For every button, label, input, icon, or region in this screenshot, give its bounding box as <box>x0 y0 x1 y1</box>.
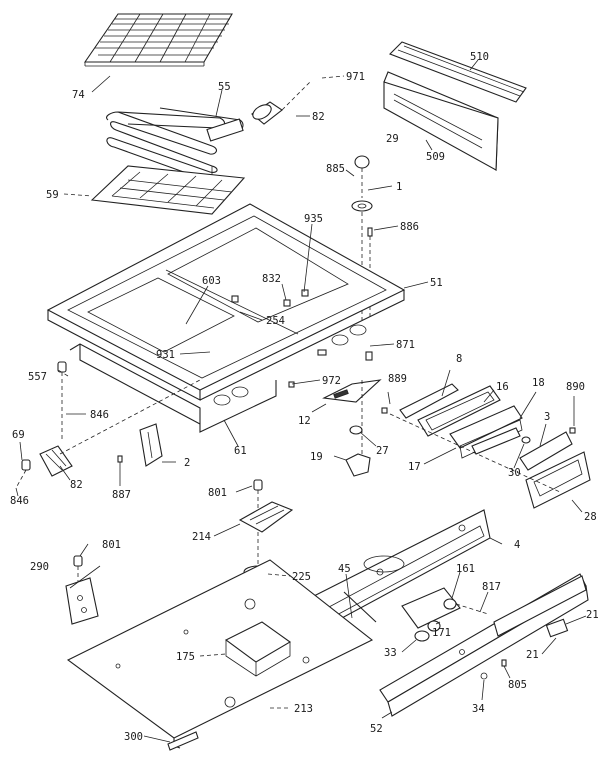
latch-assembly <box>401 587 489 632</box>
callout-300: 300 <box>124 731 143 743</box>
callout-16: 16 <box>496 381 509 393</box>
callout-59: 59 <box>46 189 59 201</box>
callout-33: 33 <box>384 647 397 659</box>
side-bracket <box>65 555 99 625</box>
callout-161: 161 <box>456 563 475 575</box>
callout-225: 225 <box>292 571 311 583</box>
element-bracket <box>251 81 311 125</box>
callout-18: 18 <box>532 377 545 389</box>
callout-30: 30 <box>508 467 521 479</box>
callout-254: 254 <box>266 315 285 327</box>
callout-801-lower: 801 <box>102 539 121 551</box>
callout-846: 846 <box>90 409 109 421</box>
callout-45: 45 <box>338 563 351 575</box>
callout-8: 8 <box>456 353 462 365</box>
callout-931: 931 <box>156 349 175 361</box>
switch-assembly <box>322 379 382 477</box>
vent-trim <box>383 41 527 172</box>
callout-510: 510 <box>470 51 489 63</box>
callout-12: 12 <box>298 415 311 427</box>
callout-885: 885 <box>326 163 345 175</box>
callout-175: 175 <box>176 651 195 663</box>
callout-labels: 74 55 971 82 510 509 29 885 1 886 59 935… <box>10 51 599 743</box>
callout-509: 509 <box>426 151 445 163</box>
callout-801: 801 <box>208 487 227 499</box>
callout-890: 890 <box>566 381 585 393</box>
callout-603: 603 <box>202 275 221 287</box>
callout-214: 214 <box>192 531 211 543</box>
callout-817: 817 <box>482 581 501 593</box>
callout-4: 4 <box>514 539 520 551</box>
callout-74: 74 <box>72 89 85 101</box>
callout-21: 21 <box>586 609 599 621</box>
callout-1: 1 <box>396 181 402 193</box>
callout-55: 55 <box>218 81 231 93</box>
callout-17: 17 <box>408 461 421 473</box>
callout-2: 2 <box>184 457 190 469</box>
callout-3: 3 <box>544 411 550 423</box>
callout-889: 889 <box>388 373 407 385</box>
small-hardware <box>57 289 576 463</box>
callout-972: 972 <box>322 375 341 387</box>
callout-557: 557 <box>28 371 47 383</box>
grill-rack <box>83 13 233 67</box>
callout-832: 832 <box>262 273 281 285</box>
callout-805: 805 <box>508 679 527 691</box>
bottom-panel <box>66 559 374 751</box>
callout-34: 34 <box>472 703 485 715</box>
leader-lines <box>15 59 587 743</box>
lower-brackets <box>15 379 201 489</box>
callout-28: 28 <box>584 511 597 523</box>
callout-19: 19 <box>310 451 323 463</box>
callout-213: 213 <box>294 703 313 715</box>
callout-886: 886 <box>400 221 419 233</box>
callout-290: 290 <box>30 561 49 573</box>
cooktop-frame <box>46 203 406 433</box>
callout-27: 27 <box>376 445 389 457</box>
callout-171: 171 <box>432 627 451 639</box>
callout-871: 871 <box>396 339 415 351</box>
callout-52: 52 <box>370 723 383 735</box>
callout-69: 69 <box>12 429 25 441</box>
callout-971: 971 <box>346 71 365 83</box>
callout-51: 51 <box>430 277 443 289</box>
slide-rails <box>379 573 589 717</box>
callout-887: 887 <box>112 489 131 501</box>
callout-82: 82 <box>312 111 325 123</box>
callout-21-lower: 21 <box>526 649 539 661</box>
control-panel-parts <box>389 383 591 509</box>
callout-29: 29 <box>386 133 399 145</box>
callout-846-lower: 846 <box>10 495 29 507</box>
callout-935: 935 <box>304 213 323 225</box>
callout-82-lower: 82 <box>70 479 83 491</box>
reflector-pan <box>90 165 246 215</box>
callout-61: 61 <box>234 445 247 457</box>
